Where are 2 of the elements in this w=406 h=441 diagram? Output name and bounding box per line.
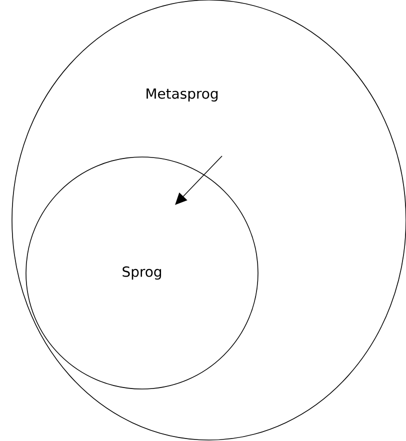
arrow	[175, 156, 222, 205]
circle-region: Sprog	[26, 156, 258, 390]
